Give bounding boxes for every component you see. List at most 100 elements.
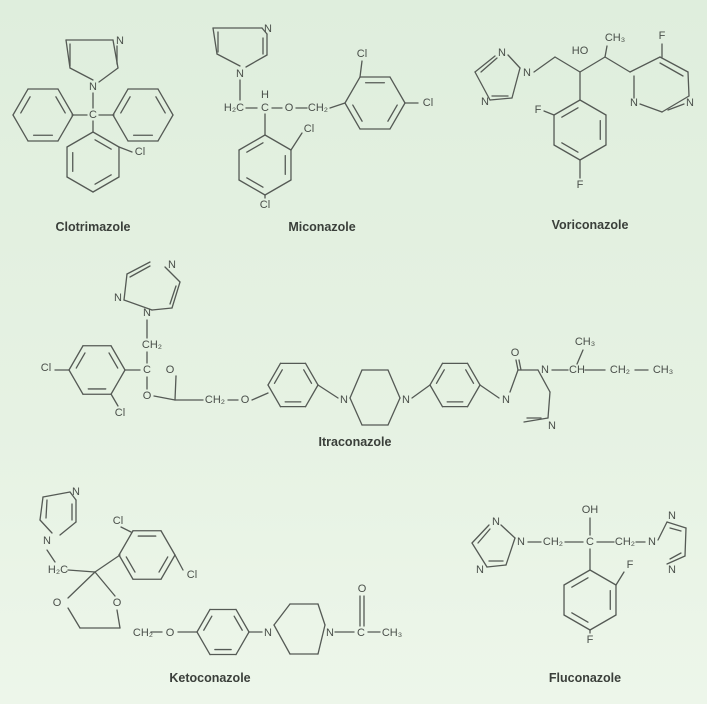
bond [158,556,169,573]
bond [576,349,584,365]
atom-label: H₂C [48,564,68,576]
bond [273,624,291,655]
bond [553,99,581,116]
atom-label: N [541,364,549,376]
atom-label: Cl [357,48,367,60]
bond [57,114,74,142]
bond [666,555,686,565]
atom-label: CH₃ [575,336,595,348]
bond [238,179,266,196]
bond [359,60,363,78]
bond [657,521,668,541]
atom-label: N [116,35,124,47]
atom-label: Cl [135,146,145,158]
bond [387,397,401,426]
bond [123,273,128,301]
bond [12,88,29,116]
atom-label: C [89,109,97,121]
bond [110,369,126,395]
atom-label: O [241,394,250,406]
atom-label: F [535,104,542,116]
bond [523,417,549,423]
bond [120,96,131,114]
bond [290,132,303,151]
bond [264,134,292,151]
bond [196,631,211,656]
bond [387,104,398,122]
bond [389,102,406,130]
bond [20,96,31,114]
bond [349,397,363,426]
bond [687,71,690,97]
atom-label: N [481,96,489,108]
atom-label: O [143,390,152,402]
atom-label: N [492,516,500,528]
bond [547,391,551,419]
atom-label: Cl [113,515,123,527]
atom-label: CH₃ [653,364,673,376]
bond [486,564,507,568]
clotrimazole-structure: N N C Cl Clotrimazole [55,35,145,234]
bond [174,554,184,571]
bond [233,615,243,631]
bond [108,352,119,369]
atom-label: N [143,307,151,319]
atom-label: Cl [423,97,433,109]
bond [667,103,685,111]
bond [571,577,589,588]
atom-label: N [326,627,334,639]
atom-label: N [686,97,694,109]
molecule-name-clotrimazole: Clotrimazole [55,220,130,234]
bond [489,97,513,101]
bond [466,384,481,408]
bond [304,384,319,408]
ketoconazole-structure: N N H₂C O O Cl Cl CH₂ O N N C O CH₃ Keto… [43,486,402,685]
atom-label: OH [582,504,599,516]
bond [563,614,591,631]
atom-label: O [166,627,175,639]
bond [518,359,522,371]
atom-label: F [577,179,584,191]
atom-label: N [340,394,348,406]
bond [68,369,84,395]
bond [666,521,687,529]
bond [261,27,268,35]
bond [59,521,77,536]
atom-label: N [668,564,676,576]
atom-label: HO [572,45,589,57]
bond [66,131,94,148]
atom-label: N [114,292,122,304]
molecule-name-ketoconazole: Ketoconazole [169,671,250,685]
atom-label: N [630,97,638,109]
atom-label: N [648,536,656,548]
bond [349,369,363,399]
bond [120,526,132,533]
atom-label: O [53,597,62,609]
bond [579,144,607,161]
atom-label: CH₂ [615,536,635,548]
bond [629,56,661,73]
bond [474,55,496,73]
atom-label: C [586,536,594,548]
atom-label: N [43,535,51,547]
atom-label: N [523,67,531,79]
bond [429,384,444,408]
bond [94,571,116,597]
bond [466,362,481,386]
bond [12,114,29,142]
bond [68,345,84,371]
bond [45,499,48,519]
bond [515,359,519,371]
bond [500,524,516,539]
bond [67,571,96,599]
bond [435,369,445,384]
bond [304,362,319,386]
bond [157,114,174,142]
bond [684,527,687,557]
bond [604,56,631,73]
bond [669,552,682,560]
atom-label: Cl [187,569,197,581]
atom-label: CH₂ [543,536,563,548]
bond [579,56,606,73]
